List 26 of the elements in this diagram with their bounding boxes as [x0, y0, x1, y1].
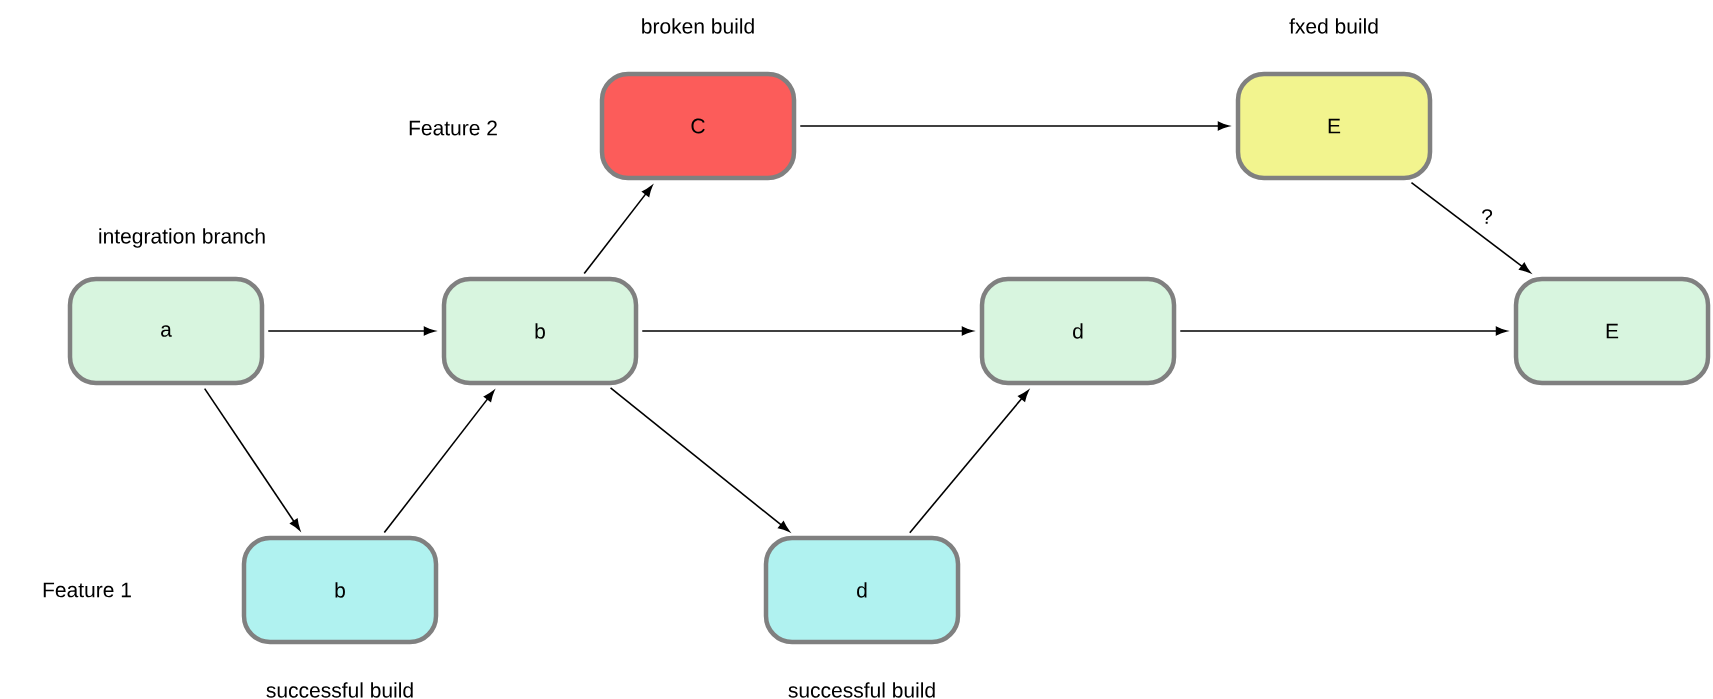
arrow	[1410, 181, 1531, 274]
arrow	[909, 390, 1029, 534]
arrow	[609, 386, 790, 532]
arrow	[383, 390, 495, 534]
node-caption: successful build	[788, 682, 935, 698]
arrow	[203, 387, 301, 531]
lane-label: Feature 1	[43, 582, 131, 598]
node-caption: broken build	[642, 18, 754, 34]
rounded-box: E	[1513, 276, 1711, 386]
rounded-box: E	[1235, 71, 1433, 181]
arrow	[583, 185, 653, 275]
arrow	[267, 326, 436, 336]
arrow	[1179, 326, 1508, 336]
rounded-box: d	[979, 276, 1177, 386]
rounded-box: b	[241, 535, 439, 645]
edge-label: ?	[1482, 209, 1493, 224]
arrow	[641, 326, 974, 336]
node-caption: fxed build	[1289, 18, 1378, 34]
arrow	[799, 121, 1230, 131]
rounded-box: a	[67, 276, 265, 386]
rounded-box: b	[441, 276, 639, 386]
lane-label: integration branch	[99, 228, 265, 248]
node-caption: successful build	[266, 682, 413, 698]
rounded-box: d	[763, 535, 961, 645]
lane-label: Feature 2	[409, 120, 497, 136]
rounded-box: C	[599, 71, 797, 181]
